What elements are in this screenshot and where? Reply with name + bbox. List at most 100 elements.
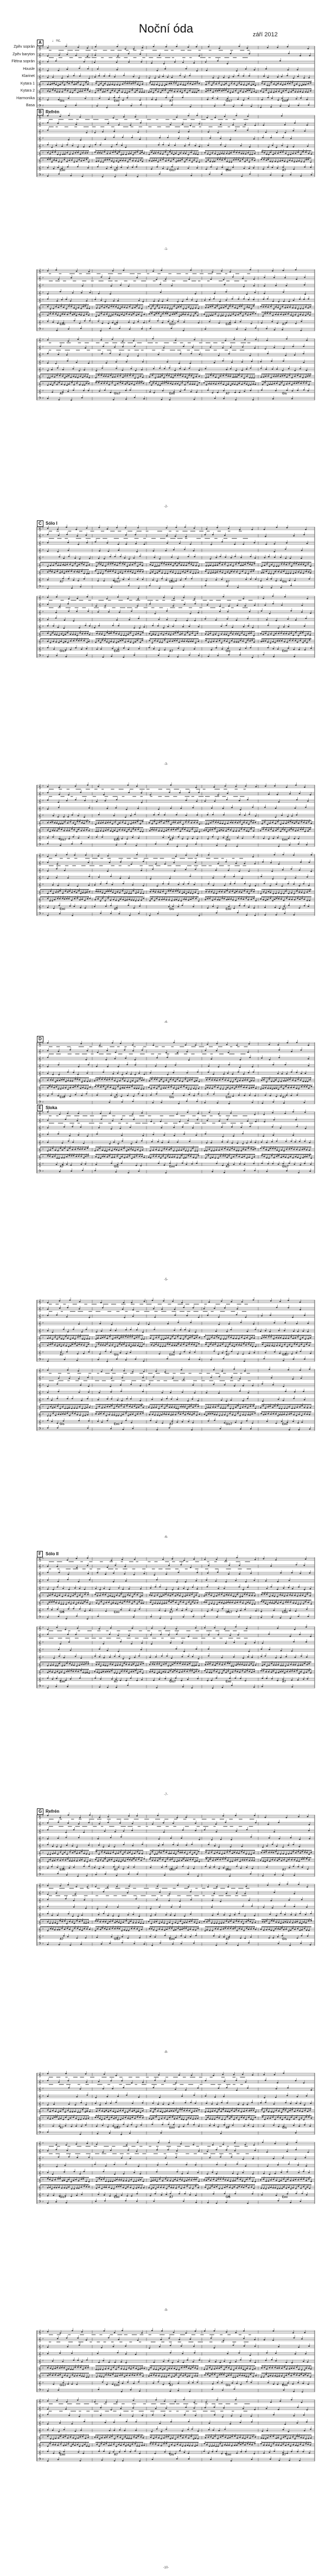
note [309, 1142, 311, 1143]
note [79, 899, 81, 900]
note [139, 139, 141, 140]
note [95, 1408, 97, 1409]
note [270, 106, 272, 108]
note [158, 1415, 161, 1416]
note [240, 145, 242, 146]
note [157, 1344, 159, 1346]
note [250, 898, 252, 900]
note [237, 1353, 239, 1355]
note [94, 542, 97, 543]
chord-symbol: A7 [226, 1165, 229, 1168]
note [304, 1163, 305, 1164]
note [292, 146, 295, 147]
note [262, 1401, 264, 1402]
note [272, 315, 274, 317]
note [295, 1352, 297, 1354]
note [168, 883, 169, 885]
note [151, 84, 153, 86]
note [186, 845, 188, 847]
note [296, 1323, 298, 1324]
note [154, 640, 156, 642]
note [68, 1155, 71, 1156]
note [225, 1089, 227, 1090]
note [226, 1141, 228, 1143]
note [49, 91, 51, 92]
note [229, 1081, 232, 1083]
clef-icon: 𝄞 [39, 67, 41, 72]
note [245, 153, 247, 155]
note [296, 279, 297, 280]
note [223, 1073, 225, 1075]
note [183, 1134, 185, 1135]
key-signature-icon: ♯ [42, 1329, 43, 1332]
chord-symbol: Emi [226, 907, 232, 911]
note [122, 883, 124, 884]
note [261, 384, 264, 385]
note [112, 377, 113, 378]
note [99, 144, 101, 146]
note [60, 1345, 62, 1347]
note [224, 1079, 226, 1081]
note [230, 1157, 232, 1159]
note [96, 105, 98, 107]
note [284, 1407, 285, 1409]
note [60, 1338, 62, 1339]
note [193, 1559, 195, 1560]
note [47, 898, 49, 899]
key-signature-icon: ♯ [42, 578, 43, 581]
note [298, 1172, 299, 1174]
note [235, 620, 238, 621]
note [162, 1345, 164, 1347]
note [47, 293, 49, 295]
note [167, 321, 169, 323]
note [150, 168, 152, 170]
note [295, 152, 297, 154]
note [73, 320, 75, 321]
note [222, 1164, 224, 1166]
note [165, 829, 167, 831]
note [234, 384, 235, 385]
chord-symbol: Gis [282, 392, 287, 395]
note [297, 571, 299, 573]
note [47, 534, 49, 536]
note [272, 838, 274, 839]
note [117, 376, 118, 377]
note [134, 813, 136, 815]
note [110, 1351, 112, 1353]
note [108, 159, 110, 160]
note [86, 55, 88, 57]
note [101, 306, 103, 307]
note [244, 572, 246, 574]
note [125, 1329, 127, 1331]
note [129, 329, 131, 330]
note [309, 1407, 311, 1408]
note [55, 1163, 58, 1165]
note [239, 654, 241, 656]
key-signature-icon: ♯ [42, 1572, 43, 1575]
note [155, 1421, 157, 1423]
note [280, 92, 283, 94]
note [157, 891, 159, 893]
note [228, 353, 230, 355]
note [249, 1414, 251, 1416]
note [190, 375, 193, 377]
note [52, 900, 53, 901]
note [154, 377, 156, 379]
note [305, 382, 307, 384]
note [127, 784, 129, 785]
note [152, 92, 154, 93]
note [245, 579, 247, 581]
note [47, 320, 49, 322]
note [197, 1071, 199, 1073]
note [262, 1087, 264, 1089]
note [151, 1399, 153, 1400]
note [188, 563, 190, 564]
note [97, 1421, 99, 1422]
note [122, 563, 124, 565]
note [209, 558, 212, 560]
clef-icon: 𝄞 [39, 89, 41, 94]
note [117, 1164, 118, 1165]
note [286, 1170, 288, 1171]
note [137, 377, 139, 379]
